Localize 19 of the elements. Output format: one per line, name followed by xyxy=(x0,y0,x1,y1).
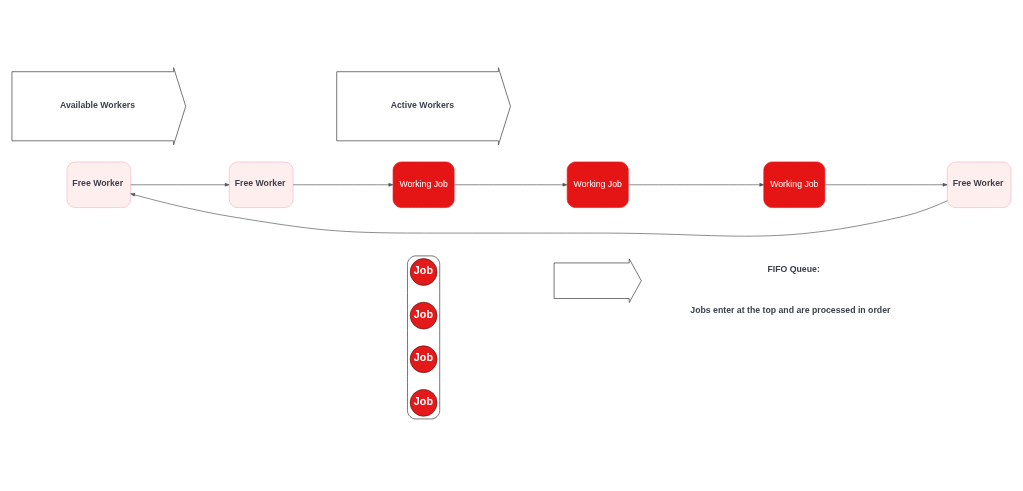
node-box: Free Worker xyxy=(946,161,1012,208)
node-circle: Job xyxy=(409,344,438,373)
node-box: Free Worker xyxy=(229,161,294,208)
node-circle: Job xyxy=(409,388,438,417)
arrow xyxy=(130,192,948,236)
node-circle: Job xyxy=(409,257,438,286)
label: FIFO Queue: xyxy=(767,263,820,274)
arrow xyxy=(292,182,394,186)
node-box: Working Job xyxy=(763,161,826,208)
label: Jobs enter at the top and are processed in order xyxy=(690,304,891,315)
node-box: Free Worker xyxy=(66,161,132,208)
node-circle: Job xyxy=(409,301,438,329)
arrow xyxy=(453,182,568,186)
node-box: Working Job xyxy=(566,161,629,208)
node-arrow xyxy=(553,258,642,303)
arrow xyxy=(130,182,230,186)
node-box: Working Job xyxy=(392,161,455,208)
arrow xyxy=(627,182,765,186)
arrow xyxy=(824,182,948,186)
